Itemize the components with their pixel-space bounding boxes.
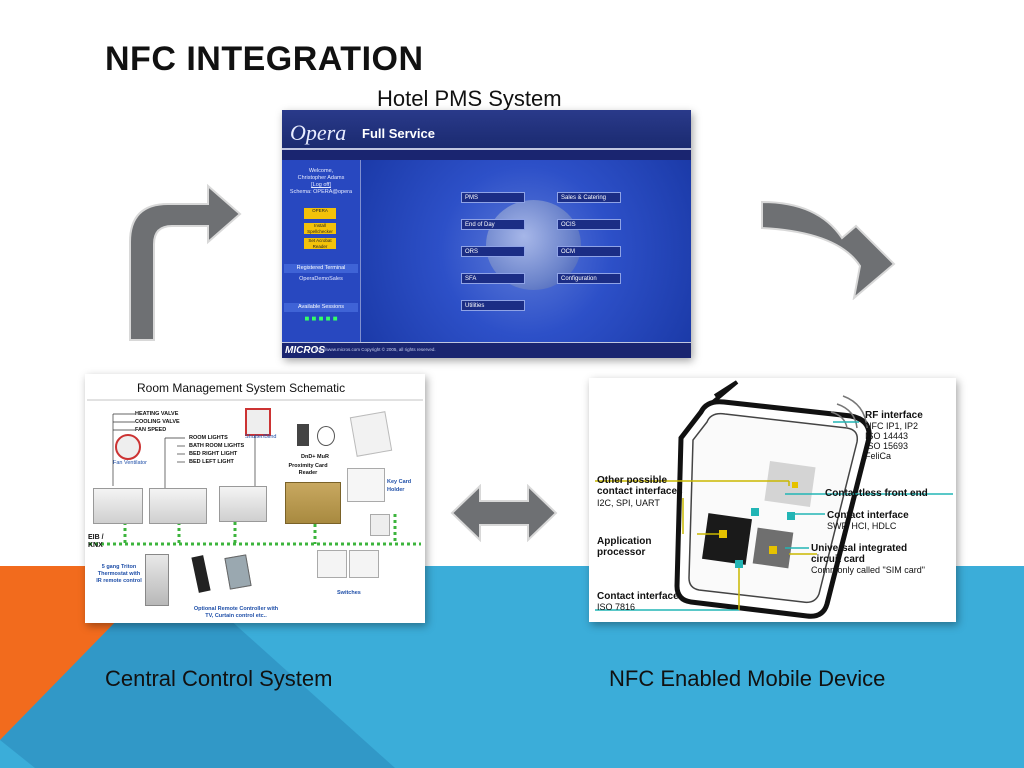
rf-sub-2: ISO 14443 (865, 431, 909, 441)
utilities-button[interactable]: Utilities (461, 300, 525, 311)
schematic-title: Room Management System Schematic (137, 381, 346, 395)
ors-button[interactable]: ORS (461, 246, 525, 257)
proximity-reader-label: Proximity Card Reader (288, 463, 328, 476)
central-control-caption: Central Control System (105, 666, 333, 691)
control-module-3 (219, 486, 267, 522)
micros-logo: MICROS (285, 345, 325, 356)
key-card-holder-label: Key Card Holder (387, 479, 412, 493)
room-lights-label: ROOM LIGHTS (189, 435, 228, 441)
application-processor-label: Application processor (597, 536, 652, 558)
fan-speed-label: FAN SPEED (135, 427, 167, 433)
footer-text: http://www.micros.com Copyright © 2005, … (315, 347, 436, 352)
heating-valve-label: HEATING VALVE (135, 411, 179, 417)
contactless-front-end-label: Contactless front end (825, 488, 928, 499)
uicc-label: Universal integrated circuit card (811, 543, 908, 565)
contact-interface-iso-label: Contact interface (597, 591, 679, 602)
user-name: Christopher Adams (297, 175, 345, 181)
nfc-device-caption: NFC Enabled Mobile Device (609, 666, 886, 691)
bed-left-light-label: BED LEFT LIGHT (189, 459, 234, 465)
control-module-2 (149, 488, 207, 524)
switch-image-2 (349, 550, 379, 578)
pms-button[interactable]: PMS (461, 192, 525, 203)
available-sessions-label: Available Sessions (284, 303, 358, 312)
session-indicators: ■ ■ ■ ■ ■ (304, 314, 338, 323)
configuration-button[interactable]: Configuration (557, 273, 621, 284)
fan-icon (115, 434, 141, 460)
proximity-reader-image (285, 482, 341, 524)
bed-right-light-label: BED RIGHT LIGHT (189, 451, 238, 457)
shutter-icon (245, 408, 271, 436)
nfc-phone-drawing (595, 380, 953, 619)
dnd-icon (317, 426, 335, 446)
contact-interface-label: Contact interface (827, 510, 909, 521)
opera-logo: Opera (290, 120, 347, 145)
nfc-device-diagram: RF interface NFC IP1, IP2 ISO 14443 ISO … (589, 378, 956, 622)
curved-arrow-down-right-icon (761, 200, 896, 300)
bath-lights-label: BATH ROOM LIGHTS (189, 443, 245, 449)
switches-label: Switches (337, 590, 361, 596)
opera-subheader (282, 150, 691, 160)
sales-catering-button[interactable]: Sales & Catering (557, 192, 621, 203)
room-management-schematic: Room Management System Schematic HEATING… (85, 374, 425, 623)
terminal-name: OperaDemoSales (299, 276, 343, 282)
fan-ventilator-label: Fan Ventilator (113, 460, 147, 466)
opera-pms-screenshot: Opera Full Service Welcome, Christopher … (282, 110, 691, 358)
contact-interface-iso-sub: ISO 7816 (597, 602, 636, 612)
acrobat-badge[interactable]: Set Acrobat Reader (304, 238, 336, 249)
opera-header: Opera Full Service (282, 110, 691, 150)
ocm-button[interactable]: OCM (557, 246, 621, 257)
rf-interface-label: RF interface (865, 410, 923, 421)
slide-title: NFC INTEGRATION (105, 40, 424, 78)
opera-main-panel: PMS Sales & Catering End of Day OCIS ORS… (361, 160, 691, 342)
other-interfaces-label: Other possible contact interfaces (597, 475, 683, 497)
eib-knx-label: EIB / KNX (88, 534, 104, 549)
end-of-day-button[interactable]: End of Day (461, 219, 525, 230)
shutter-blind-label: Shutter/Blind (245, 434, 277, 440)
logoff-link[interactable]: [Log off] (311, 182, 331, 188)
ocis-button[interactable]: OCIS (557, 219, 621, 230)
thermostat-image (145, 554, 169, 606)
curved-arrow-up-right-icon (129, 183, 242, 341)
contact-interface-sub: SWP, HCI, HDLC (827, 521, 897, 531)
thermostat-label: 5 gang Triton Thermostat with IR remote … (96, 564, 142, 584)
rf-sub-4: FeliCa (865, 451, 892, 461)
opera-badge[interactable]: OPERA (304, 208, 336, 219)
switch-image-1 (317, 550, 347, 578)
schema-text: Schema: OPERA@opera (289, 189, 353, 195)
dark-blue-band (0, 566, 395, 768)
rf-sub-1: NFC IP1, IP2 (865, 421, 919, 431)
key-card-holder-image (347, 468, 385, 502)
remote-controller-label: Optional Remote Controller with TV, Curt… (193, 606, 279, 619)
sfa-button[interactable]: SFA (461, 273, 525, 284)
cooling-valve-label: COOLING VALVE (135, 419, 180, 425)
pms-caption: Hotel PMS System (377, 86, 562, 111)
welcome-text: Welcome, (308, 168, 334, 174)
uicc-sub: Commonly called "SIM card" (811, 565, 925, 575)
opera-sidebar: Welcome, Christopher Adams [Log off] Sch… (282, 160, 361, 342)
schematic-wiring (87, 399, 423, 546)
registered-terminal-label: Registered Terminal (284, 264, 358, 273)
key-card-image (349, 411, 393, 457)
spellchecker-badge[interactable]: Install Spellchecker (304, 223, 336, 234)
double-arrow-icon (450, 484, 558, 542)
rf-sub-3: ISO 15693 (865, 441, 909, 451)
other-interfaces-sub: I2C, SPI, UART (597, 498, 660, 508)
switch-small-image (370, 514, 390, 536)
opera-footer: MICROS http://www.micros.com Copyright ©… (282, 342, 691, 358)
opera-product-name: Full Service (362, 126, 435, 141)
dnd-mur-label: DnD+ MuR (301, 454, 329, 460)
person-icon (297, 424, 309, 446)
control-module-1 (93, 488, 143, 524)
